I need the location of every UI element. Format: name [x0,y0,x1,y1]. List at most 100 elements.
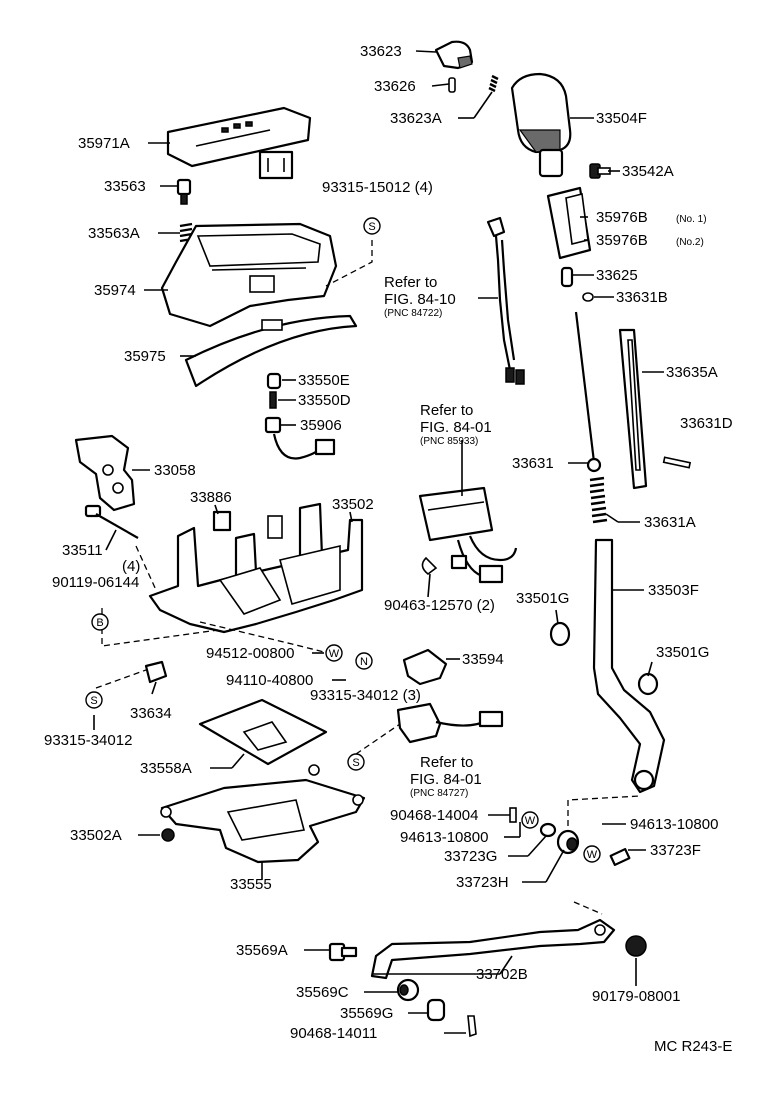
bushing-33501G-a [549,621,571,647]
socket-35906 [264,416,336,460]
clip-33594 [402,648,448,686]
svg-text:S: S [352,757,359,769]
label-35569A: 35569A [236,942,288,959]
symbol-w-2: W [521,811,539,829]
label-33550E: 33550E [298,372,350,389]
shift-rod-33631 [574,311,602,473]
clip-33631B [582,292,594,302]
label-33631D: 33631D [680,415,733,432]
rod-33702B [370,918,616,980]
stopper-33634 [144,660,168,684]
bushing-35569C [396,978,420,1002]
label-33723H: 33723H [456,874,509,891]
label-33631A: 33631A [644,514,696,531]
label-33563A: 33563A [88,225,140,242]
bulb-33550E [266,372,282,390]
symbol-s-1: S [363,217,381,235]
label-qty-4: (4) [122,558,140,575]
label-94613-10800-a: 94613-10800 [630,816,718,833]
label-35569C: 35569C [296,984,349,1001]
label-35974: 35974 [94,282,136,299]
label-94110-40800: 94110-40800 [226,672,313,689]
figure-code: MC R243-E [654,1038,732,1055]
symbol-n: N [355,652,373,670]
wire-harness-84722 [486,216,525,385]
switch-33058 [74,434,136,512]
bulb-33550D [269,391,277,409]
pin-33723F [609,847,631,867]
symbol-w-1: W [325,644,343,662]
plate-33558A [198,698,328,766]
label-33501G-b: 33501G [656,644,709,661]
symbol-w-3: W [583,845,601,863]
part-labels: 33623 33626 33623A 33504F 35971A 33542A … [44,43,733,1055]
reference-note-84727: Refer to FIG. 84-01 (PNC 84727) [410,754,482,799]
svg-text:Refer to: Refer to [384,274,437,291]
label-33723F: 33723F [650,842,701,859]
pin-33625 [560,266,574,288]
svg-text:N: N [360,656,368,668]
svg-text:(PNC 84722): (PNC 84722) [384,308,442,319]
label-33631B: 33631B [616,289,668,306]
label-35971A: 35971A [78,135,130,152]
symbol-s-3: S [347,753,365,771]
svg-text:S: S [368,221,375,233]
bushing-33723G [539,822,557,838]
label-33625: 33625 [596,267,638,284]
indicator-panel-35971A [166,106,312,180]
label-33563: 33563 [104,178,146,195]
bushing-33723H [556,829,580,855]
clip-90468-14011 [467,1015,477,1038]
svg-text:W: W [329,648,340,660]
label-90468-14004: 90468-14004 [390,807,478,824]
label-33723G: 33723G [444,848,497,865]
label-33623: 33623 [360,43,402,60]
label-33503F: 33503F [648,582,699,599]
bushing-33501G-b [637,672,659,696]
nut-33502A [161,828,175,842]
label-90119-06144: 90119-06144 [52,574,139,591]
screw-33542A [589,163,611,179]
label-33631: 33631 [512,455,554,472]
pin-33631D [662,456,692,469]
label-35976B-no2-note: (No.2) [676,237,704,248]
label-33886: 33886 [190,489,232,506]
svg-text:FIG. 84-10: FIG. 84-10 [384,291,456,308]
cover-plate-35975 [184,314,358,388]
label-93315-15012: 93315-15012 (4) [322,179,433,196]
clip-90463 [421,556,438,576]
svg-text:S: S [90,695,97,707]
label-90468-14011: 90468-14011 [290,1025,377,1042]
label-33501G-a: 33501G [516,590,569,607]
label-33511: 33511 [62,542,103,559]
label-33555: 33555 [230,876,272,893]
label-93315-34012-3: 93315-34012 (3) [310,687,421,704]
base-33555 [160,764,366,864]
label-33058: 33058 [154,462,196,479]
label-33504F: 33504F [596,110,647,127]
knob-button-33623 [434,40,474,70]
label-35906: 35906 [300,417,342,434]
label-33623A: 33623A [390,110,442,127]
symbol-b: B [91,613,109,631]
label-35976B-no2: 35976B [596,232,648,249]
symbol-s-2: S [85,691,103,709]
bulb-33563 [176,178,192,205]
svg-text:(PNC 85933): (PNC 85933) [420,436,478,447]
label-94613-10800-b: 94613-10800 [400,829,488,846]
shift-base-33502 [148,502,364,634]
label-90463-12570: 90463-12570 (2) [384,597,495,614]
label-33634: 33634 [130,705,172,722]
label-33626: 33626 [374,78,416,95]
label-35976B-no1-note: (No. 1) [676,214,707,225]
cover-35976B [546,186,592,260]
svg-text:(PNC 84727): (PNC 84727) [410,788,468,799]
bushing-35569G [426,998,446,1022]
label-33635A: 33635A [666,364,718,381]
svg-text:W: W [525,815,536,827]
label-93315-34012: 93315-34012 [44,732,132,749]
label-94512-00800: 94512-00800 [206,645,294,662]
nut-90179 [625,935,647,957]
label-33542A: 33542A [622,163,674,180]
